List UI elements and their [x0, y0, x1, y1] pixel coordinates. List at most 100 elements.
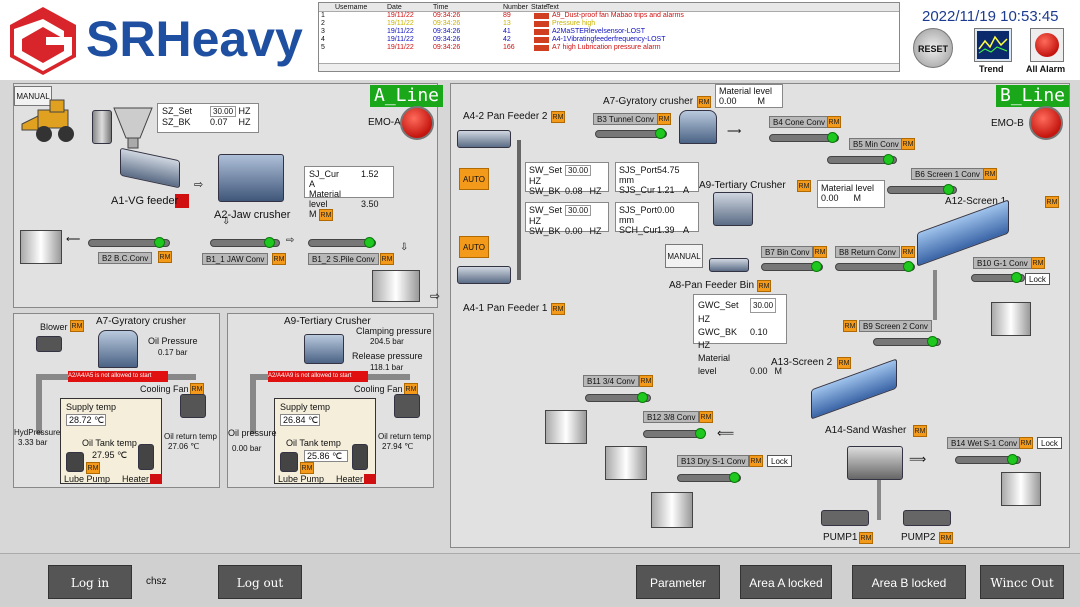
arrow-down-icon: ⇩ — [222, 216, 231, 227]
jaw-rm-badge[interactable]: RM — [319, 209, 333, 221]
all-alarm-button[interactable] — [1030, 28, 1064, 62]
pump1-machine[interactable] — [821, 510, 869, 526]
b10-lock-button[interactable]: Lock — [1025, 273, 1050, 285]
sand-washer-machine[interactable] — [847, 446, 903, 480]
gyr-title: A7-Gyratory crusher — [96, 316, 187, 327]
ter-pump-rm-badge[interactable]: RM — [300, 462, 314, 474]
gyr-oil-tank-temp-value: 27.95 ℃ — [92, 450, 128, 460]
b2-belt[interactable] — [88, 239, 170, 247]
b-material-readout: Material level 0.00 M — [817, 180, 885, 208]
screen2-rm-badge[interactable]: RM — [837, 357, 851, 369]
area-b-locked-button[interactable]: Area B locked — [852, 565, 966, 599]
b4-belt[interactable] — [769, 134, 839, 142]
b14-lock-button[interactable]: Lock — [1037, 437, 1062, 449]
gyratory-machine[interactable] — [98, 330, 138, 368]
alarm-scrollbar[interactable] — [319, 63, 899, 71]
alarm-state-icon — [534, 29, 549, 35]
b6-rm-badge[interactable]: RM — [983, 168, 997, 180]
gyr-oil-return-value: 27.06 ℃ — [168, 442, 200, 451]
pan-feeder-1-machine[interactable] — [457, 266, 511, 284]
b13-lock-button[interactable]: Lock — [767, 455, 792, 467]
b1-1-belt[interactable] — [210, 239, 280, 247]
pan-feeder-1-rm-badge[interactable]: RM — [551, 303, 565, 315]
gyr-pump-rm-badge[interactable]: RM — [86, 462, 100, 474]
b-gyratory-machine[interactable] — [679, 110, 717, 144]
area-a-locked-button[interactable]: Area A locked — [740, 565, 832, 599]
pump2-machine[interactable] — [903, 510, 951, 526]
ter-clamping-label: Clamping pressure — [356, 326, 432, 336]
b-manual-button[interactable]: MANUAL — [665, 244, 703, 268]
b-tertiary-machine[interactable] — [713, 192, 753, 226]
b6-belt[interactable] — [887, 186, 957, 194]
b2-label: B2 B.C.Conv — [98, 252, 153, 264]
b7-belt[interactable] — [761, 263, 823, 271]
b12-rm-badge[interactable]: RM — [699, 411, 713, 423]
b5-belt[interactable] — [827, 156, 897, 164]
b14-rm-badge[interactable]: RM — [1019, 437, 1033, 449]
pan-feeder-2-auto-button[interactable]: AUTO — [459, 168, 489, 190]
pan-feeder-2-rm-badge[interactable]: RM — [551, 111, 565, 123]
b1-2-label: B1_2 S.Pile Conv — [308, 253, 379, 265]
b14-belt[interactable] — [955, 456, 1021, 464]
b-gyratory-rm-badge[interactable]: RM — [697, 96, 711, 108]
blower-rm-badge[interactable]: RM — [70, 320, 84, 332]
sand-washer-rm-badge[interactable]: RM — [913, 425, 927, 437]
emo-a-button[interactable] — [400, 106, 434, 140]
b5-rm-badge[interactable]: RM — [901, 138, 915, 150]
b3-belt[interactable] — [595, 130, 667, 138]
b1-2-belt[interactable] — [308, 239, 376, 247]
b8-rm-badge[interactable]: RM — [901, 246, 915, 258]
pan-feeder-1-auto-button[interactable]: AUTO — [459, 236, 489, 258]
vg-feeder-fault-indicator — [175, 194, 189, 208]
b-tertiary-rm-badge[interactable]: RM — [797, 180, 811, 192]
b4-label: B4 Cone Conv — [769, 116, 830, 128]
trend-button[interactable] — [974, 28, 1012, 62]
b10-belt[interactable] — [971, 274, 1025, 282]
b7-rm-badge[interactable]: RM — [813, 246, 827, 258]
pan-feeder-bin-label: A8-Pan Feeder Bin — [669, 280, 755, 291]
sz-set-value[interactable]: 30.00 — [210, 106, 237, 117]
vg-feeder-machine[interactable] — [120, 147, 180, 189]
b13-belt[interactable] — [677, 474, 741, 482]
b13-rm-badge[interactable]: RM — [749, 455, 763, 467]
pump2-rm-badge[interactable]: RM — [939, 532, 953, 544]
b9-rm-badge[interactable]: RM — [843, 320, 857, 332]
b9-label: B9 Screen 2 Conv — [859, 320, 932, 332]
emo-b-button[interactable] — [1029, 106, 1063, 140]
b8-belt[interactable] — [835, 263, 915, 271]
reset-button[interactable]: RESET — [913, 28, 953, 68]
b3-rm-badge[interactable]: RM — [657, 113, 671, 125]
wincc-out-button[interactable]: Wincc Out — [980, 565, 1064, 599]
b1-1-rm-badge[interactable]: RM — [272, 253, 286, 265]
pan-feeder-bin-rm-badge[interactable]: RM — [757, 280, 771, 292]
b11-status-light — [637, 392, 648, 403]
pan-feeder-bin-machine[interactable] — [709, 258, 749, 272]
b10-rm-badge[interactable]: RM — [1031, 257, 1045, 269]
a-manual-button[interactable]: MANUAL — [14, 86, 52, 106]
pan-feeder-2-machine[interactable] — [457, 130, 511, 148]
b9-belt[interactable] — [873, 338, 941, 346]
b11-rm-badge[interactable]: RM — [639, 375, 653, 387]
pump1-rm-badge[interactable]: RM — [859, 532, 873, 544]
tertiary-machine[interactable] — [304, 334, 344, 364]
parameter-button[interactable]: Parameter — [636, 565, 720, 599]
log-out-button[interactable]: Log out — [218, 565, 302, 599]
gyr-start-warning: A2/A4/A5 is not allowed to start — [68, 371, 168, 382]
b11-belt[interactable] — [585, 394, 651, 402]
alarm-log-header: Username Date Time Number State Text — [319, 3, 899, 12]
b1-2-rm-badge[interactable]: RM — [380, 253, 394, 265]
b2-rm-badge[interactable]: RM — [158, 251, 172, 263]
log-in-button[interactable]: Log in — [48, 565, 132, 599]
b4-rm-badge[interactable]: RM — [827, 116, 841, 128]
gyr-heater-icon — [138, 444, 154, 470]
screen1-rm-badge[interactable]: RM — [1045, 196, 1059, 208]
b11-label: B11 3/4 Conv — [583, 375, 639, 387]
b10-label: B10 G-1 Conv — [973, 257, 1032, 269]
jaw-crusher-machine[interactable] — [218, 154, 284, 202]
